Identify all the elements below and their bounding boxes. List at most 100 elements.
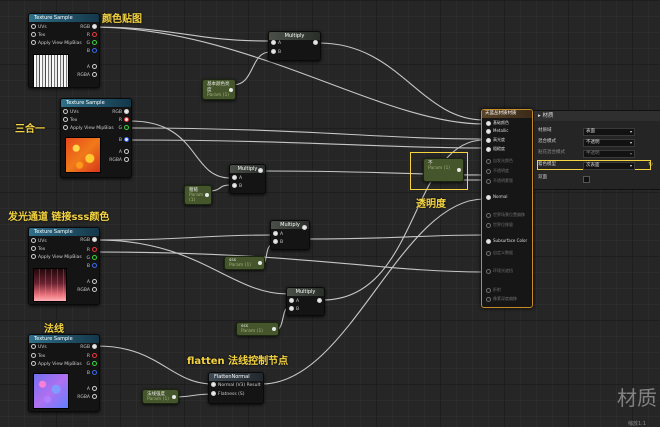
result-pin[interactable]: 世界场景位置偏移 [484, 212, 525, 218]
multiply-node-1[interactable]: Multiply A B [268, 31, 321, 61]
pin-flatness[interactable]: Flatness (S) [209, 391, 244, 399]
pin-b[interactable]: B [230, 183, 242, 191]
out-a[interactable]: A [87, 64, 99, 72]
result-pin-label: 环境光遮挡 [493, 268, 513, 273]
out-g[interactable]: G [87, 40, 100, 48]
out-r[interactable]: R [87, 353, 99, 361]
annotation-normal: 法线 [44, 324, 64, 335]
pin-b[interactable]: B [269, 49, 281, 57]
multiply-node-2[interactable]: Multiply A B [229, 164, 266, 194]
pin-uvs[interactable]: UVs [29, 344, 47, 352]
pin-mipbias[interactable]: Apply View MipBias [29, 361, 82, 369]
pin-tex[interactable]: Tex [61, 117, 77, 125]
annotation-emissive: 发光通道 链接sss颜色 [8, 212, 110, 223]
result-pin[interactable]: 粗糙度 [484, 146, 505, 152]
pin-uvs[interactable]: UVs [29, 24, 47, 32]
out-rgb[interactable]: RGB [80, 237, 99, 245]
node-title: Multiply [269, 32, 320, 40]
texture-sample-node-three-in-one[interactable]: Texture Sample UVs Tex Apply View MipBia… [60, 98, 132, 178]
out-rgba[interactable]: RGBA [109, 157, 131, 165]
out-b[interactable]: B [87, 48, 99, 56]
multiply-node-4[interactable]: Multiply A B [286, 287, 325, 316]
result-pin[interactable]: 基础颜色 [484, 120, 509, 126]
pin-tex[interactable]: Tex [29, 246, 45, 254]
out-r[interactable]: R [87, 247, 99, 255]
material-domain-select[interactable]: 表面▾ [583, 127, 635, 136]
out-rgba[interactable]: RGBA [77, 394, 99, 402]
multiply-node-3[interactable]: Multiply A B [270, 220, 310, 250]
result-pin[interactable]: 高光度 [484, 137, 505, 143]
texture-sample-node-normal[interactable]: Texture Sample UVs Tex Apply View MipBia… [28, 334, 100, 412]
pin-a[interactable]: A [271, 231, 283, 239]
out-rgb[interactable]: RGB [112, 109, 131, 117]
pin-b[interactable]: B [287, 306, 299, 314]
out-b[interactable]: B [87, 370, 99, 378]
out-g[interactable]: G [119, 125, 132, 133]
result-pin[interactable]: 不透明度 [484, 168, 509, 174]
pin-tex[interactable]: Tex [29, 353, 45, 361]
result-pin[interactable]: 自发光颜色 [484, 158, 513, 164]
out-result[interactable] [311, 40, 320, 48]
pin-circle-icon [486, 146, 491, 152]
out-g[interactable]: G [87, 361, 100, 369]
result-pin[interactable]: 环境光遮挡 [484, 268, 513, 274]
two-sided-checkbox[interactable] [583, 175, 590, 183]
result-pin[interactable]: Normal [484, 194, 507, 200]
out-result[interactable] [300, 225, 309, 233]
result-pin[interactable]: 自定义数据 [484, 250, 513, 256]
pin-mipbias[interactable]: Apply View MipBias [29, 40, 82, 48]
out-rgba[interactable]: RGBA [77, 287, 99, 295]
out-a[interactable]: A [119, 149, 131, 157]
out-r[interactable]: R [119, 117, 131, 125]
flatten-normal-node[interactable]: FlattenNormal Normal (V3) Result Flatnes… [208, 372, 264, 404]
out-a[interactable]: A [87, 386, 99, 394]
pin-mipbias[interactable]: Apply View MipBias [29, 254, 82, 262]
pin-uvs[interactable]: UVs [29, 238, 47, 246]
out-rgb[interactable]: RGB [80, 344, 99, 352]
shading-model-select[interactable]: 次表面▾ [583, 161, 635, 170]
pin-a[interactable]: A [230, 175, 242, 183]
result-pin[interactable]: 折射 [484, 287, 501, 293]
out-rgba[interactable]: RGBA [77, 72, 99, 80]
out-rgb[interactable]: RGB [80, 24, 99, 32]
out-result[interactable] [315, 298, 324, 306]
pin-tex[interactable]: Tex [29, 32, 45, 40]
out-b[interactable]: B [119, 137, 131, 145]
out-b[interactable]: B [87, 263, 99, 271]
result-pin[interactable]: 像素深度偏移 [484, 296, 517, 302]
pin-circle-icon [486, 128, 491, 134]
pin-normal[interactable]: Normal (V3) Result [209, 382, 261, 390]
result-pin[interactable]: 世界位移量 [484, 222, 513, 228]
pin-mipbias[interactable]: Apply View MipBias [61, 125, 114, 133]
pin-a[interactable]: A [269, 40, 281, 48]
texture-sample-node-emissive[interactable]: Texture Sample UVs Tex Apply View MipBia… [28, 227, 100, 305]
result-pin-label: 不透明度 [493, 168, 509, 173]
pin-circle-icon [486, 287, 491, 293]
out-r[interactable]: R [87, 32, 99, 40]
out-a[interactable]: A [87, 279, 99, 287]
pin-a[interactable]: A [287, 298, 299, 306]
pin-uvs[interactable]: UVs [61, 109, 79, 117]
pin-circle-icon [486, 168, 491, 174]
reset-arrow-icon[interactable]: ↻ [648, 161, 654, 168]
result-pin[interactable]: 不透明蒙版 [484, 178, 513, 184]
out-g[interactable]: G [87, 255, 100, 263]
pin-circle-icon [486, 194, 491, 200]
decal-blend-mode-select[interactable]: 半透明▾ [583, 149, 635, 158]
out-result[interactable] [256, 168, 265, 176]
blend-mode-select[interactable]: 不透明▾ [583, 138, 635, 147]
result-pin[interactable]: Metallic [484, 128, 508, 134]
node-title: Multiply [271, 221, 309, 229]
node-title: Texture Sample [29, 228, 99, 236]
pin-circle-icon [486, 178, 491, 184]
texture-sample-node-color[interactable]: Texture Sample UVs Tex Apply View MipBia… [28, 13, 100, 88]
pin-b[interactable]: B [271, 239, 283, 247]
result-pin[interactable]: Subsurface Color [484, 238, 527, 244]
